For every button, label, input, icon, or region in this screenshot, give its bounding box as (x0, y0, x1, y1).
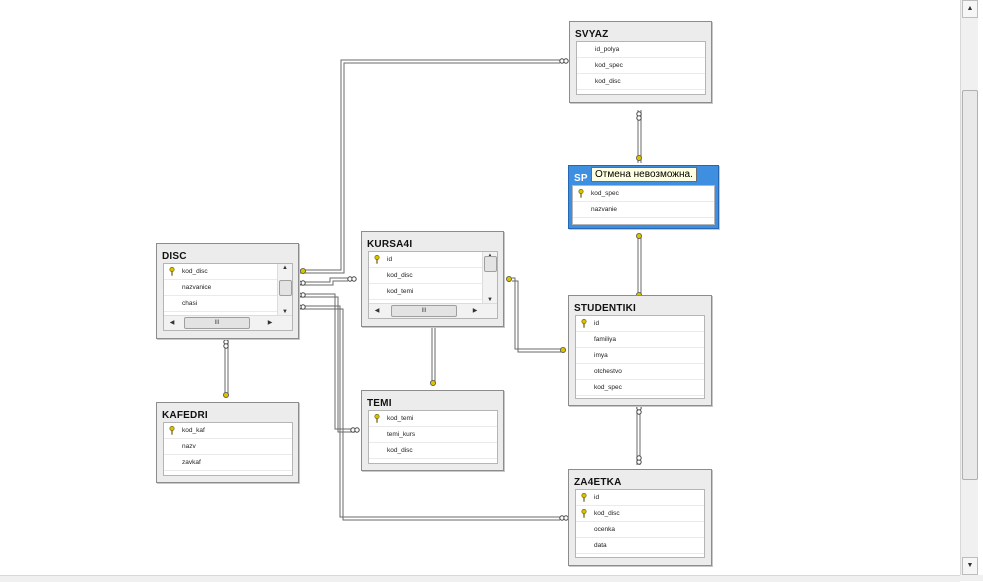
column-row[interactable]: kod_disc (369, 268, 483, 284)
horizontal-scrollbar[interactable]: ◀ III ▶ (369, 303, 497, 318)
vertical-scrollbar[interactable]: ▲ ▼ (482, 252, 497, 304)
column-row[interactable]: temi_kurs (369, 427, 497, 443)
scrollbar-corner (960, 575, 983, 581)
table-za4etka[interactable]: ZA4ETKA id kod_disc ocenka data (568, 469, 712, 566)
table-studentiki[interactable]: STUDENTIKI id familiya imya otchestvo ko… (568, 295, 712, 406)
column-row[interactable]: id (369, 252, 483, 268)
column-row[interactable]: nazvanie (573, 202, 714, 218)
column-row[interactable]: kod_spec (576, 380, 704, 396)
diagram-canvas[interactable]: SVYAZ id_polya kod_spec kod_disc SP kod_… (0, 0, 960, 575)
table-kafedri[interactable]: KAFEDRI kod_kaf nazv zavkaf (156, 402, 299, 483)
table-title: SVYAZ (575, 29, 609, 40)
column-row[interactable]: otchestvo (576, 364, 704, 380)
rel-disc-temi (297, 293, 355, 430)
scroll-right-icon[interactable]: ▶ (267, 320, 273, 326)
column-list: id familiya imya otchestvo kod_spec (575, 315, 705, 399)
column-row[interactable]: data (576, 538, 704, 554)
column-row[interactable]: kod_spec (573, 186, 714, 202)
scroll-down-icon[interactable]: ▼ (487, 297, 493, 303)
column-list: id_polya kod_spec kod_disc (576, 41, 706, 95)
tooltip: Отмена невозможна. (591, 167, 697, 182)
primary-key-icon (581, 493, 587, 502)
column-list: kod_temi temi_kurs kod_disc (368, 410, 498, 464)
rel-disc-kursa4i (297, 277, 348, 283)
scroll-thumb[interactable]: III (184, 317, 250, 329)
column-row[interactable]: kod_spec (577, 58, 705, 74)
table-title: DISC (162, 251, 187, 262)
scroll-up-icon[interactable]: ▲ (962, 0, 978, 18)
column-row[interactable]: ocenka (576, 522, 704, 538)
column-row[interactable]: familiya (576, 332, 704, 348)
scroll-up-icon[interactable]: ▲ (282, 265, 288, 271)
primary-key-icon (169, 267, 175, 276)
scroll-left-icon[interactable]: ◀ (374, 308, 380, 314)
column-row[interactable]: kod_disc (164, 264, 278, 280)
table-svyaz[interactable]: SVYAZ id_polya kod_spec kod_disc (569, 21, 712, 103)
table-title: ZA4ETKA (574, 477, 622, 488)
table-title: KURSA4I (367, 239, 413, 250)
column-row[interactable]: kod_disc (577, 74, 705, 90)
scroll-right-icon[interactable]: ▶ (472, 308, 478, 314)
column-row[interactable]: kod_kaf (164, 423, 292, 439)
column-row[interactable]: nazv (164, 439, 292, 455)
scroll-thumb[interactable] (484, 256, 497, 272)
window-vertical-scrollbar[interactable]: ▲ ▼ (960, 0, 978, 577)
column-list: id kod_disc ocenka data (575, 489, 705, 558)
column-row[interactable]: kod_temi (369, 411, 497, 427)
primary-key-icon (169, 426, 175, 435)
column-list: id kod_disc kod_temi ocenka ▲ ▼ ◀ III ▶ (368, 251, 498, 319)
column-row[interactable]: kod_disc (369, 443, 497, 459)
window-horizontal-scrollbar[interactable] (0, 575, 960, 582)
table-kursa4i[interactable]: KURSA4I id kod_disc kod_temi ocenka ▲ ▼ … (361, 231, 504, 327)
column-row[interactable]: kod_temi (369, 284, 483, 300)
primary-key-icon (374, 255, 380, 264)
table-temi[interactable]: TEMI kod_temi temi_kurs kod_disc (361, 390, 504, 471)
table-title: SP (574, 173, 588, 184)
horizontal-scrollbar[interactable]: ◀ III ▶ (164, 315, 292, 330)
table-title: KAFEDRI (162, 410, 208, 421)
rel-disc-svyaz (297, 59, 560, 271)
column-row[interactable]: imya (576, 348, 704, 364)
column-row[interactable]: kod_disc (576, 506, 704, 522)
rel-disc-za4etka (297, 305, 560, 518)
column-row[interactable]: nazvanice (164, 280, 278, 296)
table-disc[interactable]: DISC kod_disc nazvanice chasi kod_kaf ▲ … (156, 243, 299, 339)
scroll-thumb[interactable] (962, 90, 978, 480)
primary-key-icon (374, 414, 380, 423)
scroll-down-icon[interactable]: ▼ (282, 309, 288, 315)
table-title: TEMI (367, 398, 392, 409)
column-row[interactable]: id_polya (577, 42, 705, 58)
vertical-scrollbar[interactable]: ▲ ▼ (277, 264, 292, 316)
column-row[interactable]: chasi (164, 296, 278, 312)
column-list: kod_spec nazvanie (572, 185, 715, 225)
primary-key-icon (581, 509, 587, 518)
primary-key-icon (581, 319, 587, 328)
scroll-thumb[interactable]: III (391, 305, 457, 317)
column-row[interactable]: zavkaf (164, 455, 292, 471)
relationship-lines (222, 58, 643, 521)
scroll-left-icon[interactable]: ◀ (169, 320, 175, 326)
column-list: kod_kaf nazv zavkaf (163, 422, 293, 476)
rel-kursa4i-studentiki (512, 277, 561, 350)
column-list: kod_disc nazvanice chasi kod_kaf ▲ ▼ ◀ I… (163, 263, 293, 331)
primary-key-icon (578, 189, 584, 198)
scroll-thumb[interactable] (279, 280, 292, 296)
table-title: STUDENTIKI (574, 303, 636, 314)
scroll-down-icon[interactable]: ▼ (962, 557, 978, 575)
column-row[interactable]: id (576, 316, 704, 332)
column-row[interactable]: id (576, 490, 704, 506)
